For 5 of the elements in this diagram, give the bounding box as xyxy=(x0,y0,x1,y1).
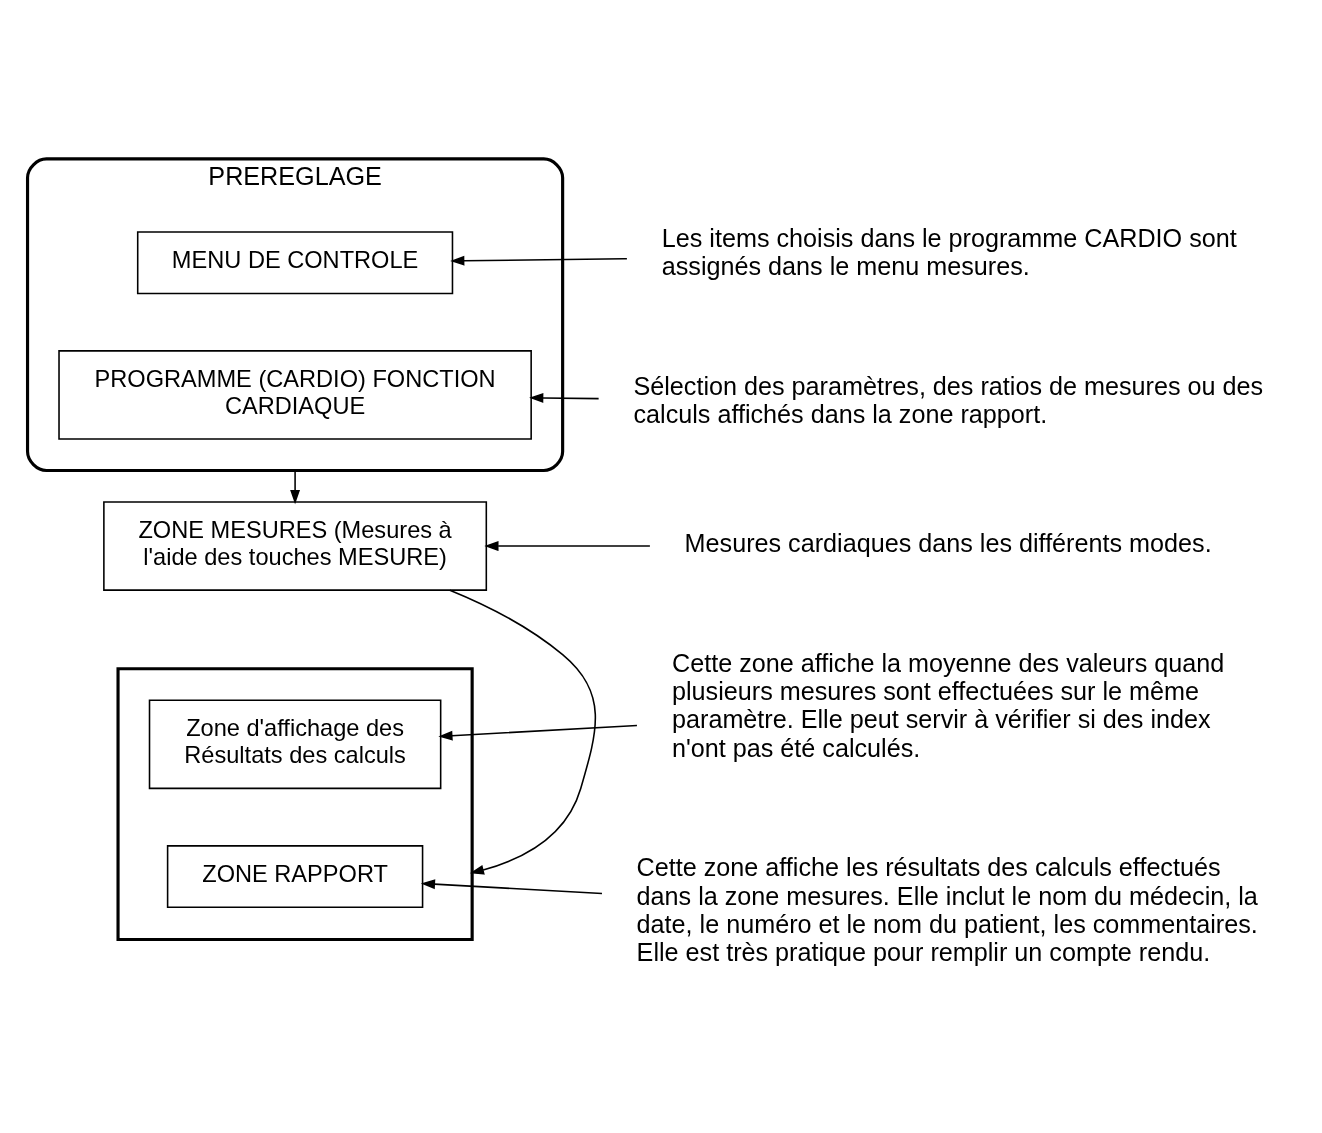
node-text: Sélection des paramètres, des ratios de mesures ou des calculs affichés dans la zone rapport. xyxy=(633,371,1264,428)
node-text: Cette zone affiche la moyenne des valeurs quand plusieurs mesures sont effectuées sur le même paramètre. Elle peut servir à vérifier si des index n'ont pas été calculés. xyxy=(672,648,1225,762)
node-text: Les items choisis dans le programme CARDIO sont assignés dans le menu mesures. xyxy=(661,223,1237,281)
node-text: Mesures cardiaques dans les différents modes. xyxy=(684,529,1212,558)
node-text: Cette zone affiche les résultats des calculs effectués dans la zone mesures. Elle inclut le nom du médecin, la date, le numéro et le nom du patient, les commentaires. Elle est très pratique pour remplir un compte rendu. xyxy=(636,853,1258,967)
